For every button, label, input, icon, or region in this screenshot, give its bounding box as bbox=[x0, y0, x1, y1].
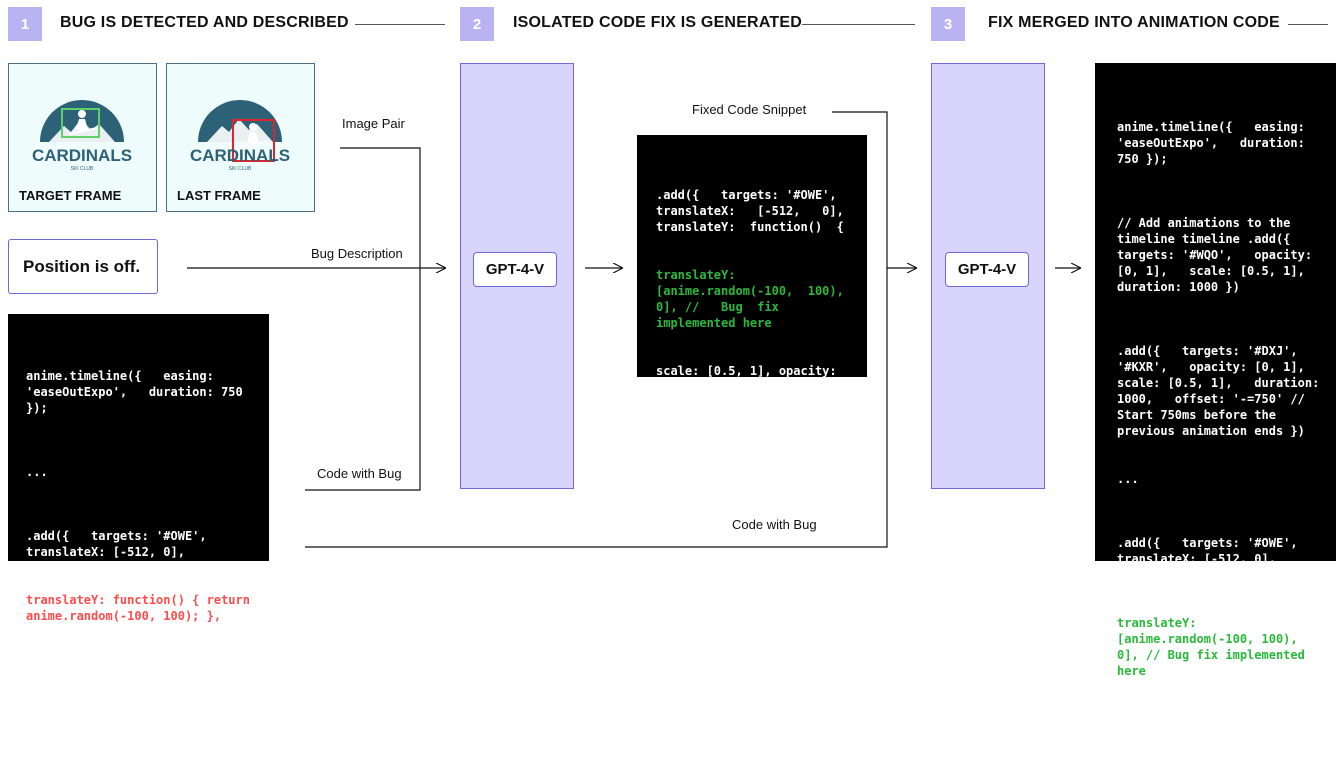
buggy-code-bug-line: translateY: function() { return anime.ra… bbox=[26, 593, 258, 623]
buggy-code-part3: scale: [0.5, 1], opacity: [0, 1], durati… bbox=[26, 657, 258, 703]
step-2-divider bbox=[802, 24, 915, 25]
image-pair-connector bbox=[340, 147, 421, 268]
step-2-badge: 2 bbox=[460, 7, 494, 41]
buggy-code-part2: .add({ targets: '#OWE', translateX: [-51… bbox=[26, 529, 214, 559]
merged-code-ellipsis: ... bbox=[1117, 472, 1139, 486]
cardinals-logo-target: CARDINALS SKI CLUB bbox=[32, 100, 132, 172]
fixed-code-snippet-label: Fixed Code Snippet bbox=[692, 102, 807, 117]
cardinals-logo-last: CARDINALS SKI CLUB bbox=[190, 100, 290, 172]
gpt-4-v-model-2: GPT-4-V bbox=[945, 252, 1029, 287]
merged-code-block4b: scale: [0.5, 1], opacity: [0, 1] }, dura… bbox=[1117, 712, 1320, 758]
step-3-badge: 3 bbox=[931, 7, 965, 41]
merged-code-block3: .add({ targets: '#DXJ', '#KXR', opacity:… bbox=[1117, 344, 1327, 438]
fixed-code-block: .add({ targets: '#OWE', translateX: [-51… bbox=[637, 135, 867, 426]
merged-code-block1: anime.timeline({ easing: 'easeOutExpo', … bbox=[1117, 120, 1313, 166]
code-with-bug-connector-2 bbox=[305, 268, 888, 548]
buggy-code-part1: anime.timeline({ easing: 'easeOutExpo', … bbox=[26, 369, 250, 415]
image-pair-label: Image Pair bbox=[342, 116, 405, 131]
svg-text:SKI CLUB: SKI CLUB bbox=[71, 166, 94, 172]
code-with-bug-label-2: Code with Bug bbox=[732, 517, 817, 532]
svg-text:SKI CLUB: SKI CLUB bbox=[229, 166, 252, 172]
bug-description-box: Position is off. bbox=[8, 239, 158, 294]
fixed-snippet-connector bbox=[832, 111, 888, 268]
step-2-title: ISOLATED CODE FIX IS GENERATED bbox=[513, 14, 802, 31]
code-with-bug-label-1: Code with Bug bbox=[317, 466, 402, 481]
gpt-4-v-model-1: GPT-4-V bbox=[473, 252, 557, 287]
svg-text:CARDINALS: CARDINALS bbox=[32, 146, 132, 165]
connector-lines bbox=[187, 111, 1336, 548]
fixed-code-part1: .add({ targets: '#OWE', translateX: [-51… bbox=[656, 188, 852, 234]
merged-code-fix-line: translateY: [anime.random(-100, 100), 0]… bbox=[1117, 616, 1313, 678]
target-frame-label: TARGET FRAME bbox=[19, 188, 122, 203]
code-with-bug-connector-1 bbox=[305, 268, 421, 491]
target-frame-card: CARDINALS SKI CLUB TARGET FRAME bbox=[8, 63, 157, 212]
target-bbox-green bbox=[61, 108, 100, 138]
merged-code-block2: // Add animations to the timeline timeli… bbox=[1117, 216, 1320, 294]
last-frame-card: CARDINALS SKI CLUB LAST FRAME bbox=[166, 63, 315, 212]
bug-description-label: Bug Description bbox=[311, 246, 403, 261]
last-bbox-red bbox=[232, 119, 275, 162]
svg-text:CARDINALS: CARDINALS bbox=[190, 146, 290, 165]
buggy-code-ellipsis: ... bbox=[26, 465, 48, 479]
fixed-code-part2: scale: [0.5, 1], opacity: [0, 1] }, dura… bbox=[656, 364, 859, 426]
last-frame-label: LAST FRAME bbox=[177, 188, 261, 203]
step-1-title: BUG IS DETECTED AND DESCRIBED bbox=[60, 14, 349, 31]
step-3-divider bbox=[1288, 24, 1328, 25]
step-1-divider bbox=[355, 24, 445, 25]
step-3-title: FIX MERGED INTO ANIMATION CODE bbox=[988, 14, 1280, 31]
fixed-code-fix-line: translateY: [anime.random(-100, 100), 0]… bbox=[656, 268, 852, 330]
step-1-badge: 1 bbox=[8, 7, 42, 41]
